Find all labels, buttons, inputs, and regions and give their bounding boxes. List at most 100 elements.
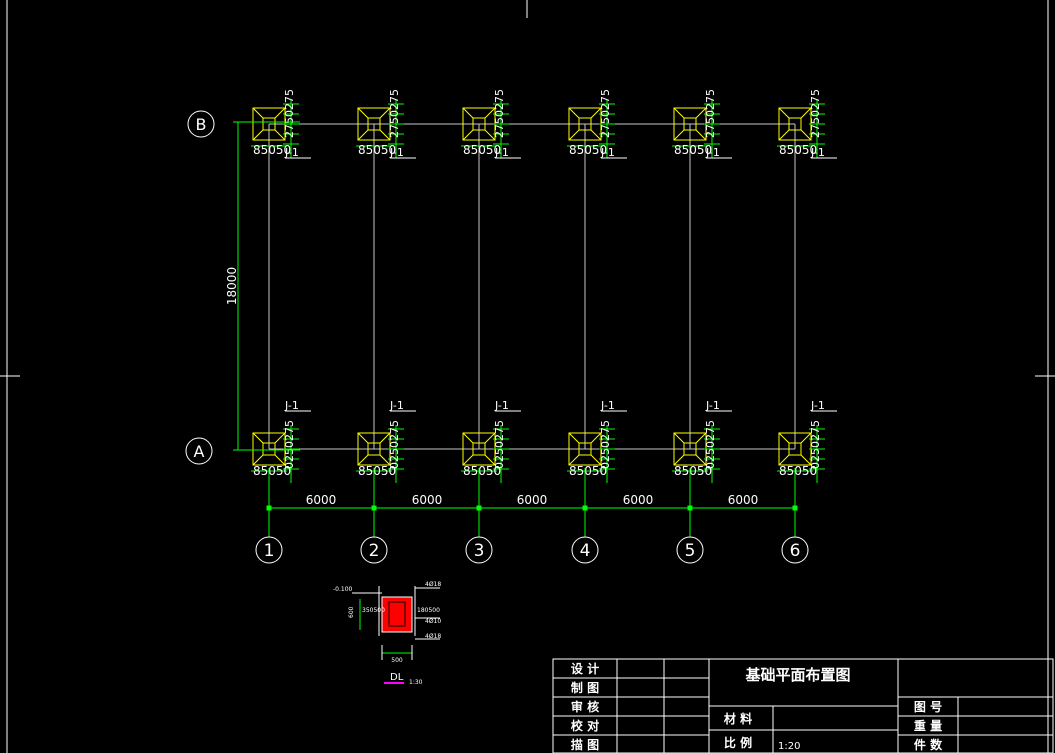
footing-pedestal [683, 442, 697, 456]
footing-diag [379, 432, 391, 444]
footing-diag [484, 129, 496, 141]
footing-diag [274, 129, 286, 141]
axis-B-label: B [196, 115, 207, 134]
tb-check: 校 对 [571, 718, 599, 733]
footing-side-dim: 2750275 [599, 89, 612, 138]
axis-1-label: 1 [264, 541, 275, 561]
footing-side-dim: 0250275 [493, 420, 506, 469]
span-x-label-4: 6000 [623, 493, 654, 507]
footing-diag [379, 129, 391, 141]
axis-5-label: 5 [685, 541, 696, 561]
footing-pedestal [578, 117, 592, 131]
span-x-label-5: 6000 [728, 493, 759, 507]
footing-diag [673, 107, 685, 119]
footing-pedestal [788, 442, 802, 456]
footing-diag [673, 454, 685, 466]
footing-pedestal [578, 442, 592, 456]
footing-diag [568, 107, 580, 119]
title-block-text: 设 计 制 图 审 核 校 对 描 图 基础平面布置图 材 料 比 例 1:20… [571, 661, 943, 752]
footing-bottom-dim: 85050 [358, 143, 396, 157]
tb-scale-value: 1:20 [778, 741, 800, 752]
footing-diag [357, 107, 369, 119]
footing-diag [800, 129, 812, 141]
footing-tag: J-1 [705, 146, 720, 159]
footing-diag [695, 107, 707, 119]
footing-pedestal [262, 442, 276, 456]
span-y-label: 18000 [225, 267, 239, 305]
footing-diag [274, 107, 286, 119]
span-x-tick-5 [687, 505, 693, 511]
footing-diag [252, 107, 264, 119]
footing-tag: J-1 [600, 146, 615, 159]
section-name: DL [390, 672, 404, 683]
footing-diag [800, 107, 812, 119]
column-axis-labels: 1 2 3 4 5 6 [264, 541, 801, 561]
footing-side-dim: 0250275 [388, 420, 401, 469]
footing-bottom-dim: 85050 [779, 464, 817, 478]
footing-diag [590, 432, 602, 444]
footing-diag [695, 432, 707, 444]
tb-material-label: 材 料 [723, 711, 752, 726]
footing-bottom-dim: 85050 [253, 143, 291, 157]
footing-pedestal [472, 117, 486, 131]
tb-draw: 制 图 [571, 680, 599, 695]
span-x-label-3: 6000 [517, 493, 548, 507]
footing-diag [462, 129, 474, 141]
title-block [552, 658, 1054, 753]
footing-bottom-dim: 85050 [358, 464, 396, 478]
footing-diag [379, 107, 391, 119]
footing-bottom-dim: 85050 [779, 143, 817, 157]
axis-A-label: A [194, 442, 205, 461]
row-axis-bubbles [185, 110, 215, 465]
section-height: 600 [348, 606, 355, 618]
footing-diag [462, 107, 474, 119]
axis-3-label: 3 [474, 541, 485, 561]
footing-diag [590, 129, 602, 141]
footing-tag: J-1 [494, 399, 509, 412]
footing-diag [800, 454, 812, 466]
footing-pedestal [788, 117, 802, 131]
section-right-dim: 180500 [417, 607, 440, 614]
tb-trace: 描 图 [571, 737, 599, 752]
section-elevation: -0.100 [333, 586, 353, 593]
footing-pedestal [262, 117, 276, 131]
footing-side-dim: 2750275 [809, 89, 822, 138]
tb-review: 审 核 [571, 699, 599, 714]
footing-diag [484, 454, 496, 466]
section-width: 500 [391, 657, 403, 664]
span-x-tick-2 [371, 505, 377, 511]
footing-bottom-dim: 85050 [569, 143, 607, 157]
section-rebar-top: 4Ø18 [425, 581, 441, 588]
footing-pedestal [367, 117, 381, 131]
footing-diag [357, 129, 369, 141]
footing-tag: J-1 [705, 399, 720, 412]
tb-scale-label: 比 例 [724, 735, 752, 750]
footing-diag [462, 454, 474, 466]
footing-bottom-dim: 85050 [463, 143, 501, 157]
footing-pedestal [367, 442, 381, 456]
footing-diag [379, 454, 391, 466]
footing-tag: J-1 [494, 146, 509, 159]
dimension-lines [233, 121, 798, 537]
footing-diag [252, 129, 264, 141]
footing-diag [252, 432, 264, 444]
footing-diag [568, 454, 580, 466]
footing-diag [462, 432, 474, 444]
footing-diag [778, 454, 790, 466]
footing-bottom-dim: 85050 [253, 464, 291, 478]
drawing-title: 基础平面布置图 [744, 666, 850, 684]
span-x-tick-1 [266, 505, 272, 511]
footing-diag [568, 129, 580, 141]
